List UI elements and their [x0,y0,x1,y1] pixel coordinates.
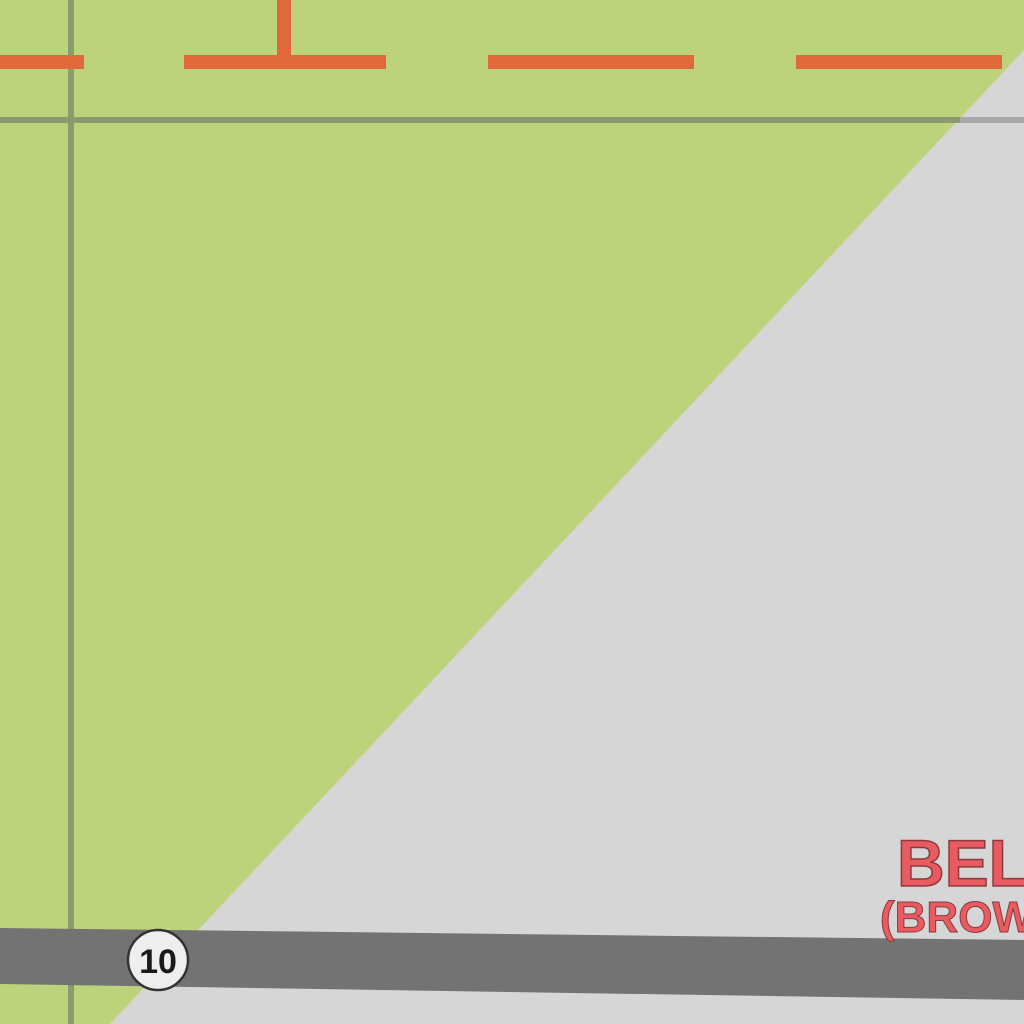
route-shield[interactable]: 10 [126,928,190,992]
place-label-subtitle: (BROW [880,893,1024,942]
route-shield-circle [126,928,190,992]
place-label[interactable]: BEL (BROW [880,825,1024,942]
road[interactable] [0,928,1024,1000]
boundary-dashed-line [0,0,1002,69]
route-shield-number: 10 [139,943,177,981]
place-label-name: BEL [897,826,1024,900]
